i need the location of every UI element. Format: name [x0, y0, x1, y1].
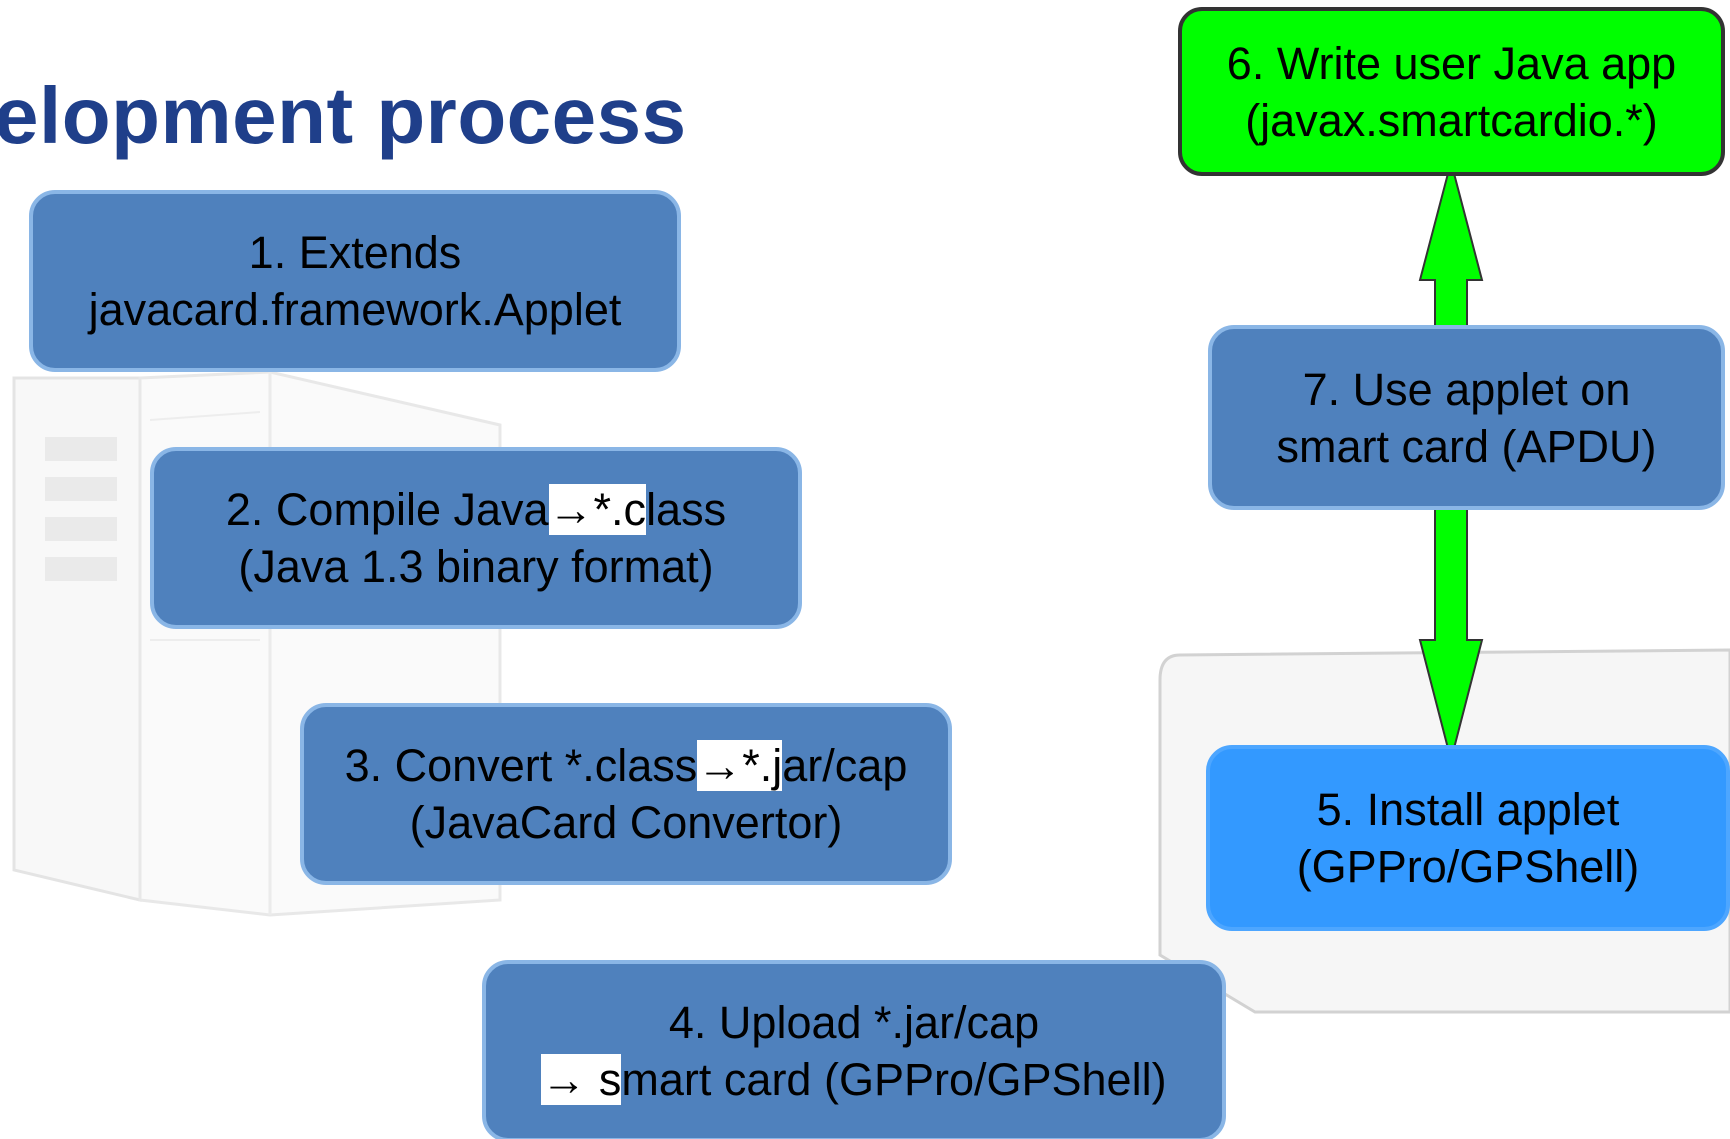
step-4-text-b: mart card (GPPro/GPShell) [621, 1054, 1167, 1105]
step-6-line-2: (javax.smartcardio.*) [1245, 94, 1658, 146]
step-4-line-2: → smart card (GPPro/GPShell) [541, 1051, 1167, 1108]
step-7-line-2: smart card (APDU) [1276, 420, 1657, 472]
step-1-line-2: javacard.framework.Applet [88, 284, 622, 335]
step-3-line-2: (JavaCard Convertor) [409, 797, 843, 848]
step-2-box: 2. Compile Java→*.class (Java 1.3 binary… [150, 447, 802, 629]
step-3-highlight: →*.j [697, 740, 783, 791]
step-2-line-2: (Java 1.3 binary format) [238, 541, 714, 592]
step-6-box: 6. Write user Java app (javax.smartcardi… [1178, 7, 1725, 176]
step-7-box: 7. Use applet on smart card (APDU) [1208, 325, 1725, 510]
step-1-line-1: 1. Extends [248, 227, 462, 278]
step-3-text-a: 3. Convert *.class [344, 740, 698, 791]
step-3-text-b: ar/cap [782, 740, 908, 791]
step-5-line-1: 5. Install applet [1316, 784, 1620, 835]
step-4-line-1: 4. Upload *.jar/cap [668, 997, 1040, 1048]
step-2-text-a: 2. Compile Java [225, 484, 549, 535]
step-2-highlight: →*.c [548, 484, 647, 535]
step-2-line-1: 2. Compile Java→*.class [226, 481, 726, 538]
step-2-text-b: lass [646, 484, 727, 535]
step-4-box: 4. Upload *.jar/cap → smart card (GPPro/… [482, 960, 1226, 1139]
arrow-7-5 [1418, 504, 1484, 764]
page-title: elopment process [0, 71, 687, 160]
step-3-box: 3. Convert *.class→*.jar/cap (JavaCard C… [300, 703, 952, 885]
arrow-6-7 [1418, 158, 1484, 331]
step-6-line-1: 6. Write user Java app [1226, 37, 1677, 89]
step-7-line-1: 7. Use applet on [1302, 363, 1631, 415]
step-3-line-1: 3. Convert *.class→*.jar/cap [344, 737, 908, 794]
step-5-box: 5. Install applet (GPPro/GPShell) [1206, 745, 1730, 931]
step-4-highlight: → s [541, 1054, 622, 1105]
step-1-box: 1. Extends javacard.framework.Applet [29, 190, 681, 372]
step-5-line-2: (GPPro/GPShell) [1296, 841, 1640, 892]
